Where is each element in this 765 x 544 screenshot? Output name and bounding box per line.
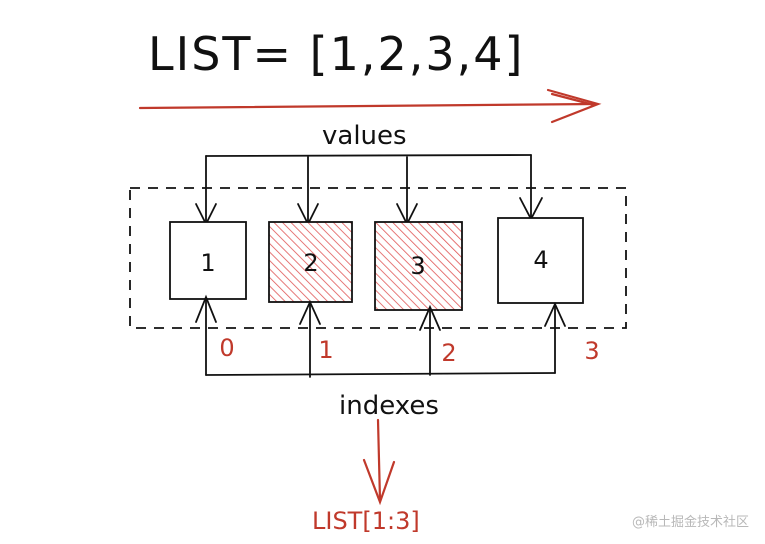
title-arrow xyxy=(138,88,602,124)
watermark: @稀土掘金技术社区 xyxy=(631,515,749,530)
cell-value: 3 xyxy=(410,252,425,280)
values-label: values xyxy=(322,121,407,151)
cell-box-4 xyxy=(497,217,584,304)
values-connectors xyxy=(195,154,543,227)
cell-box-3 xyxy=(374,221,463,311)
cell-value: 1 xyxy=(200,249,215,277)
cell-box-2 xyxy=(268,221,353,303)
indexes-connectors xyxy=(195,294,566,378)
page-title: LIST= [1,2,3,4] xyxy=(148,27,524,81)
indexes-label: indexes xyxy=(339,391,439,421)
index-label: 3 xyxy=(584,337,599,365)
cell-box-1 xyxy=(169,221,247,300)
index-label: 2 xyxy=(441,339,456,367)
cell-value: 4 xyxy=(533,246,548,274)
result-label: LIST[1:3] xyxy=(312,507,420,535)
cell-value: 2 xyxy=(303,249,318,277)
index-label: 0 xyxy=(219,334,234,362)
result-arrow xyxy=(362,418,396,506)
list-container xyxy=(129,187,627,329)
index-label: 1 xyxy=(318,336,333,364)
cell-box xyxy=(169,217,584,311)
